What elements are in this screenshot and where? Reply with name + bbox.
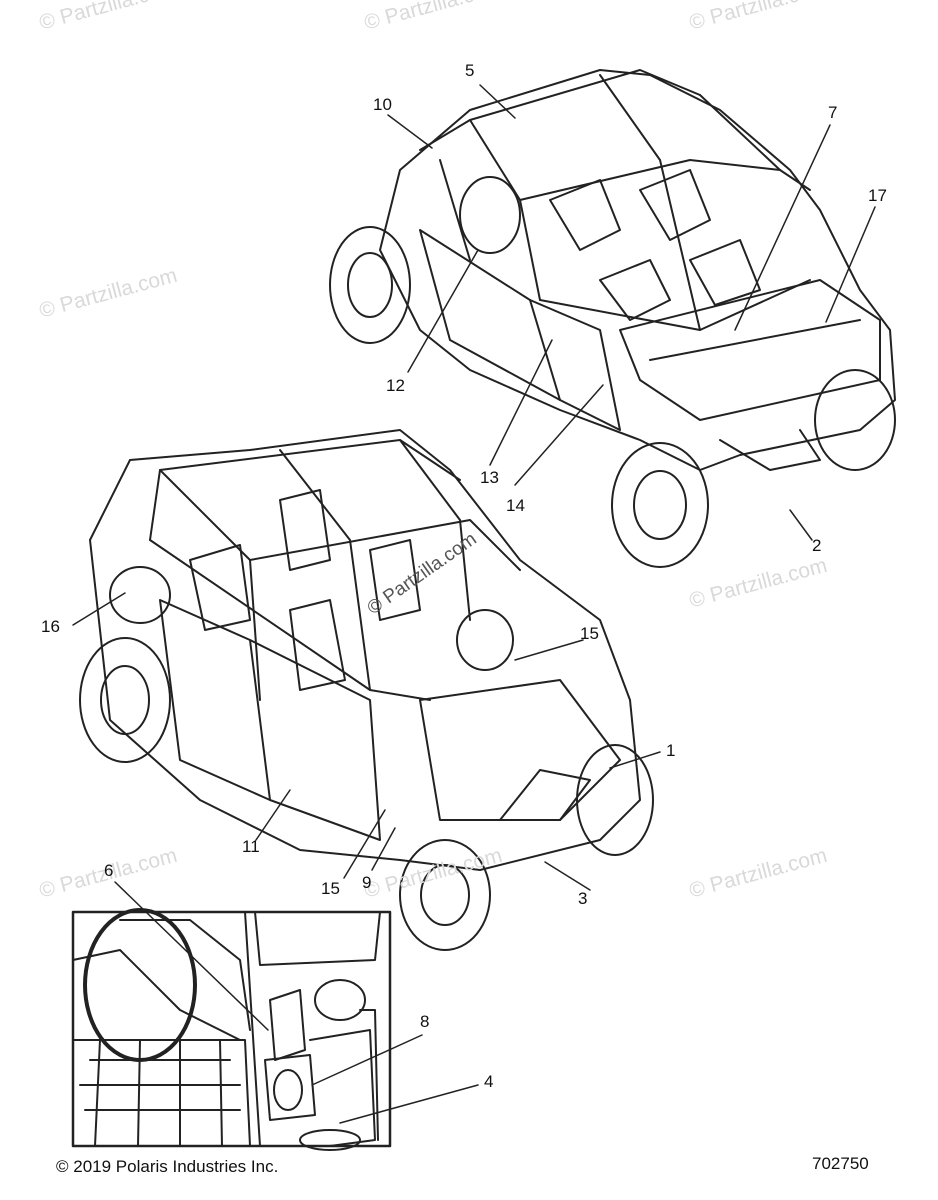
callout-17: 17 (868, 186, 887, 205)
callout-5: 5 (465, 61, 475, 80)
callout-13: 13 (480, 468, 499, 487)
leader-lines (72, 84, 876, 1124)
callout-15: 15 (580, 624, 599, 643)
upper-vehicle-drawing (329, 69, 896, 568)
callout-9: 9 (362, 873, 372, 892)
callout-12: 12 (386, 376, 405, 395)
callout-2: 2 (812, 536, 822, 555)
lower-vehicle-drawing (79, 429, 654, 951)
callout-15: 15 (321, 879, 340, 898)
callout-6: 6 (104, 861, 114, 880)
callout-1: 1 (666, 741, 676, 760)
callout-3: 3 (578, 889, 588, 908)
copyright-text: © 2019 Polaris Industries Inc. (56, 1157, 279, 1176)
diagram-number: 702750 (812, 1154, 869, 1173)
callout-11: 11 (242, 837, 260, 856)
callout-14: 14 (506, 496, 525, 515)
interior-inset-drawing (71, 908, 392, 1151)
callout-16: 16 (41, 617, 60, 636)
callout-4: 4 (484, 1072, 494, 1091)
callout-7: 7 (828, 103, 838, 122)
callout-8: 8 (420, 1012, 430, 1031)
callout-10: 10 (373, 95, 392, 114)
